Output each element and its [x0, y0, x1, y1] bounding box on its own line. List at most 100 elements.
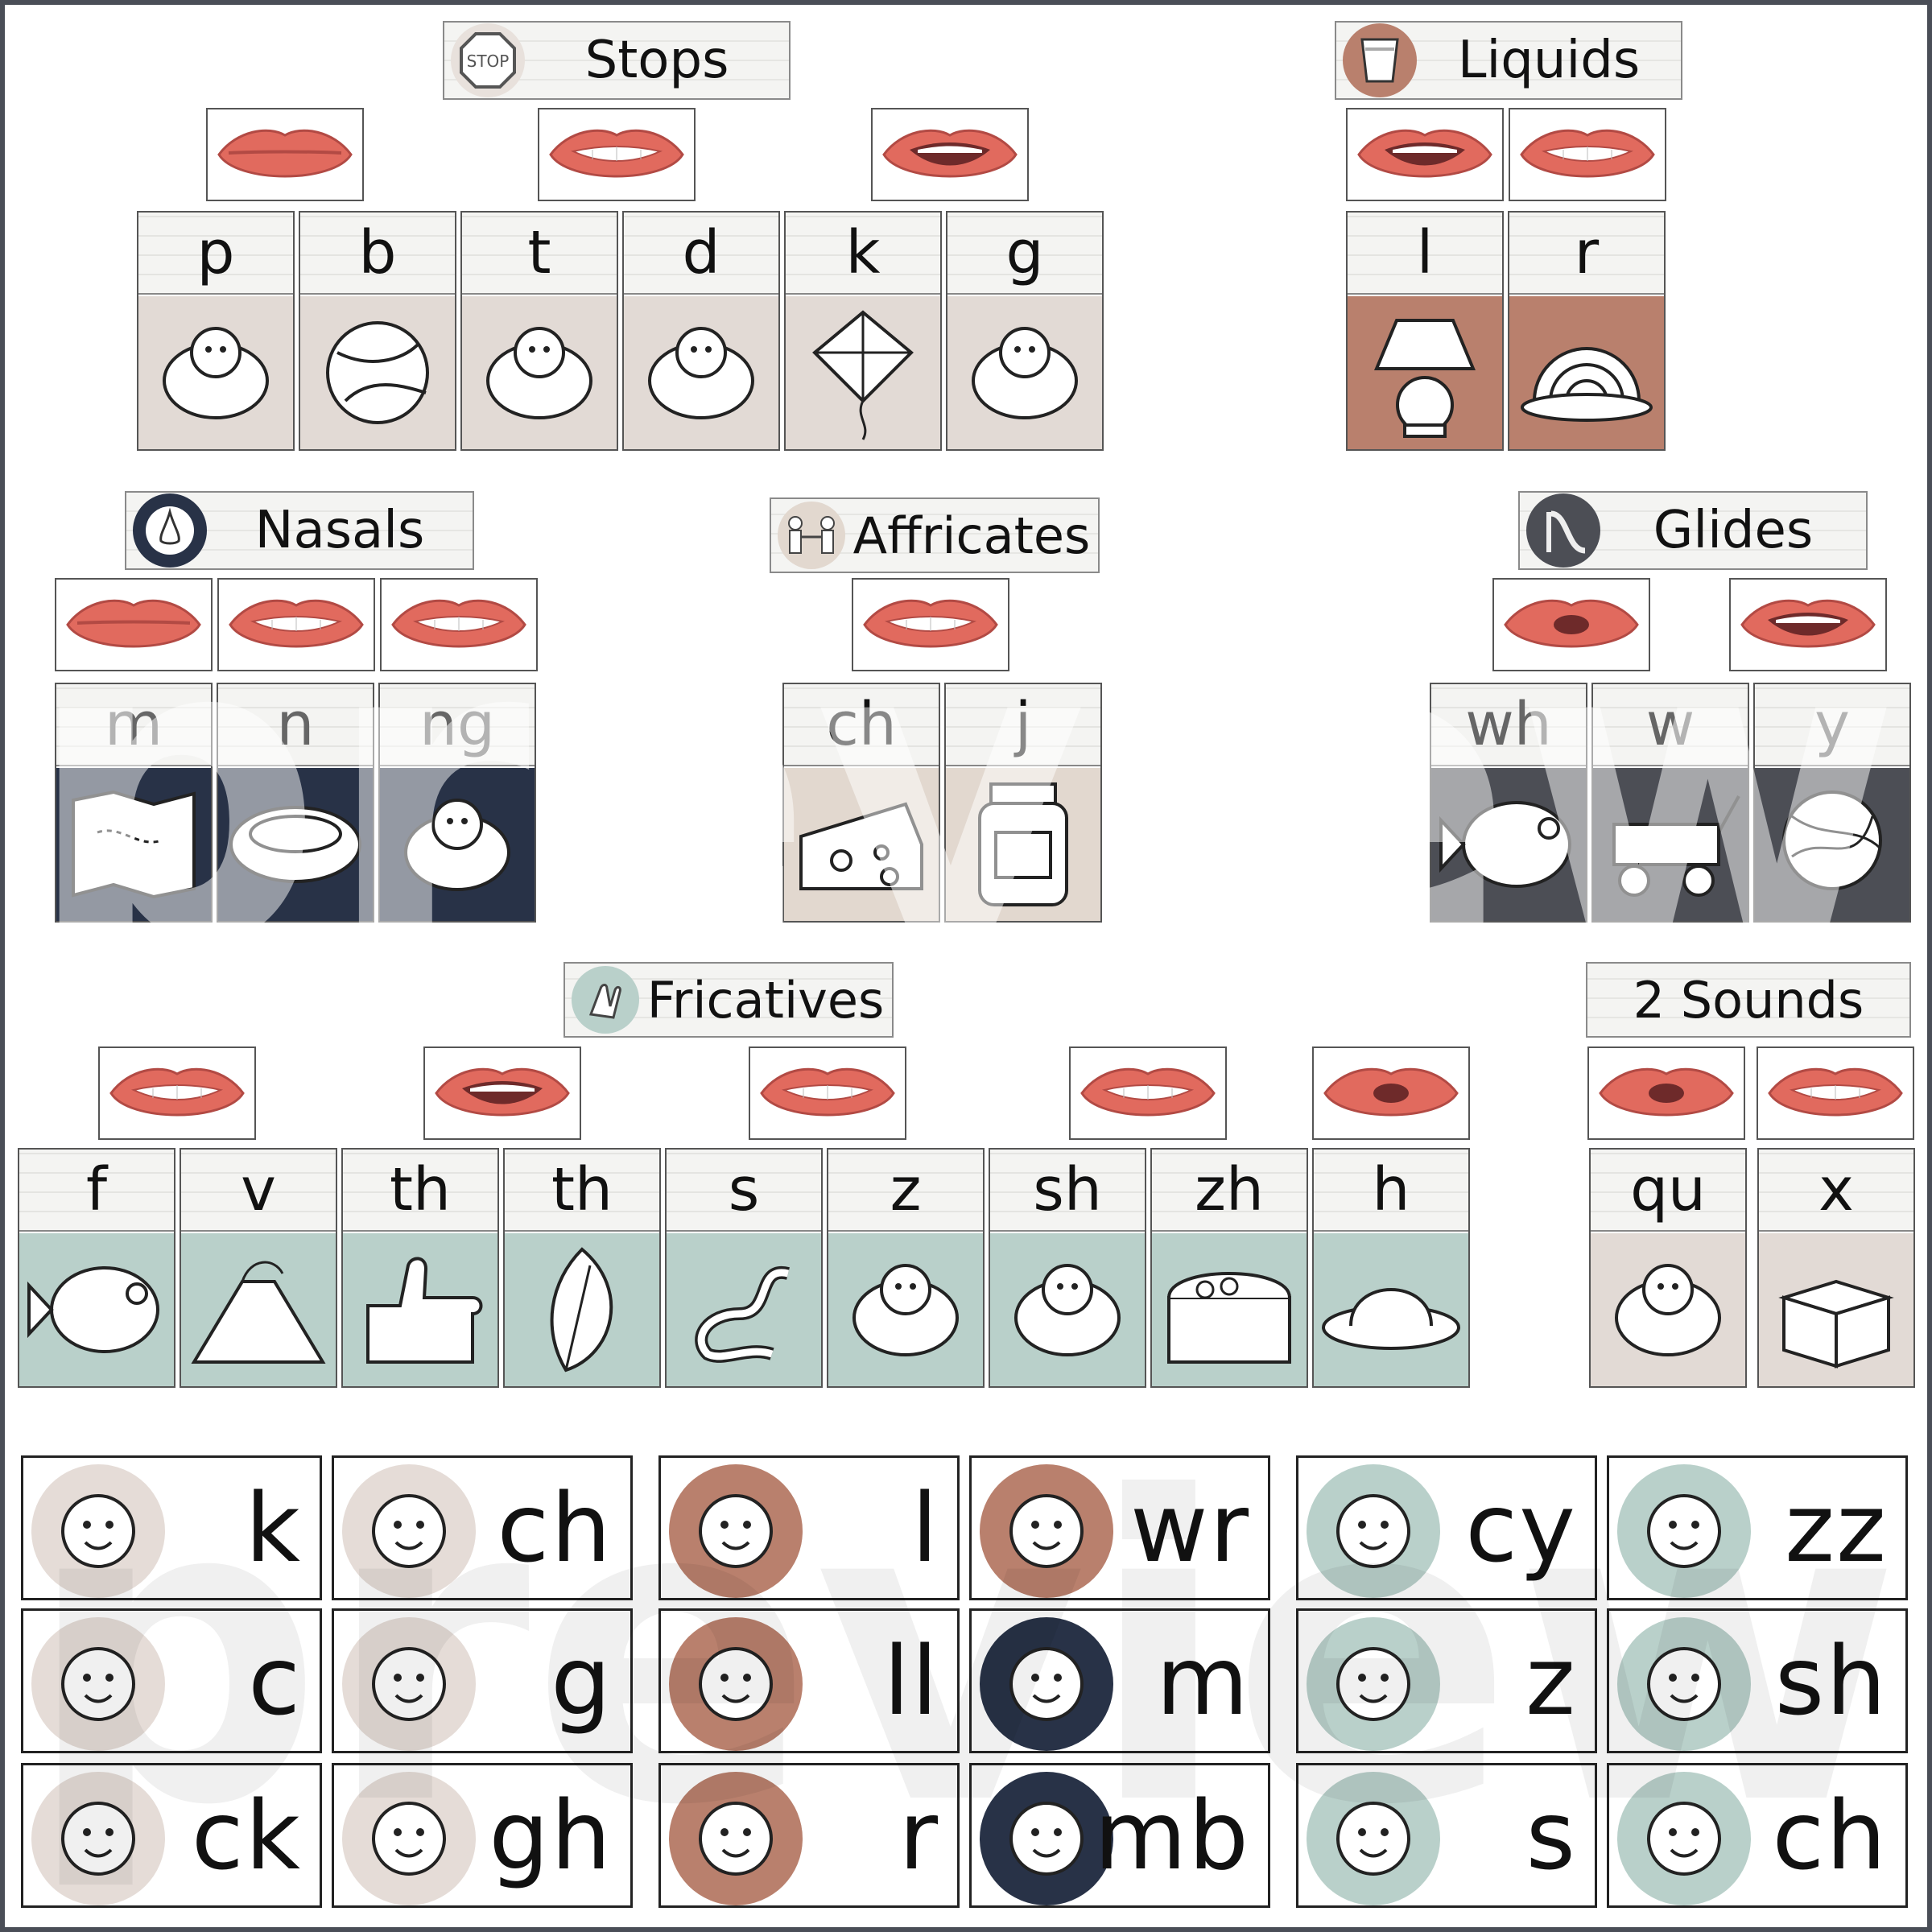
sound-card-volcano: v — [180, 1148, 337, 1388]
fries-icon — [1307, 1772, 1440, 1905]
sound-card-fish: f — [18, 1148, 175, 1388]
header-liquids: Liquids — [1335, 21, 1682, 100]
phonogram-tile: ch — [332, 1455, 633, 1600]
sound-card-letter: z — [828, 1150, 983, 1232]
feather-icon — [505, 1233, 659, 1386]
phonogram-letters: r — [898, 1780, 939, 1891]
sound-card-dog: d — [622, 211, 780, 451]
mouth-position-image — [1757, 1046, 1914, 1140]
phonogram-letters: mb — [1094, 1780, 1250, 1891]
sound-card-kite: k — [784, 211, 942, 451]
queen-icon — [1591, 1233, 1745, 1386]
turtle-icon — [462, 296, 617, 449]
sound-card-letter: n — [218, 684, 373, 766]
header-fricatives: Fricatives — [564, 962, 894, 1038]
sound-card-cheese: ch — [782, 683, 940, 923]
phonogram-letters: g — [551, 1625, 613, 1736]
phonogram-letters: ck — [191, 1780, 302, 1891]
sound-card-letter: w — [1593, 684, 1748, 766]
sound-card-zebra: z — [827, 1148, 985, 1388]
sound-card-letter: v — [181, 1150, 336, 1232]
sound-card-yarn: y — [1753, 683, 1911, 923]
sound-card-letter: t — [462, 213, 617, 295]
phonogram-letters: z — [1525, 1625, 1577, 1736]
mouth-position-image — [206, 108, 364, 201]
recycle-icon — [1307, 1464, 1440, 1598]
header-title: Fricatives — [646, 970, 885, 1030]
mouth-position-image — [538, 108, 696, 201]
sound-card-letter: sh — [990, 1150, 1145, 1232]
sound-card-map: m — [55, 683, 213, 923]
fish-icon — [19, 1233, 174, 1386]
sound-card-jam: j — [944, 683, 1102, 923]
zipper-icon — [1307, 1617, 1440, 1751]
whale-icon — [1431, 768, 1586, 921]
phonogram-tile: g — [332, 1608, 633, 1753]
phonogram-tile: cy — [1296, 1455, 1597, 1600]
goat-icon — [947, 296, 1102, 449]
sound-card-letter: th — [505, 1150, 659, 1232]
shell-icon — [1617, 1617, 1751, 1751]
header-glides: Glides — [1518, 491, 1868, 570]
header-title: Nasals — [254, 501, 425, 560]
lamp-icon — [1348, 296, 1502, 449]
phonogram-tile: z — [1296, 1608, 1597, 1753]
header-title: Glides — [1653, 501, 1814, 560]
map-icon — [56, 768, 211, 921]
sound-card-snake: s — [665, 1148, 823, 1388]
sound-card-letter: l — [1348, 213, 1502, 295]
header-title: Stops — [584, 31, 729, 90]
sound-card-letter: m — [56, 684, 211, 766]
mouth-position-image — [1509, 108, 1666, 201]
phonogram-tile: l — [658, 1455, 960, 1600]
sound-card-hat: h — [1312, 1148, 1470, 1388]
sound-card-box: x — [1757, 1148, 1915, 1388]
nose-icon — [133, 493, 207, 568]
sound-card-letter: r — [1509, 213, 1664, 295]
sound-card-feather: th — [503, 1148, 661, 1388]
sound-card-goat: g — [946, 211, 1104, 451]
clapping-hands-icon — [572, 966, 639, 1034]
yarn-icon — [1755, 768, 1909, 921]
jam-icon — [946, 768, 1100, 921]
mouth-position-image — [1312, 1046, 1470, 1140]
sound-card-rainbow: r — [1508, 211, 1666, 451]
phonogram-tile: sh — [1607, 1608, 1908, 1753]
box-icon — [1759, 1233, 1913, 1386]
glass-icon — [1343, 23, 1417, 97]
sound-card-letter: ng — [380, 684, 535, 766]
phonogram-letters: s — [1525, 1780, 1577, 1891]
wagon-icon — [1593, 768, 1748, 921]
header-affricates: Affricates — [770, 497, 1100, 573]
mouth-position-image — [55, 578, 213, 671]
slide-icon — [1526, 493, 1600, 568]
svg-text:STOP: STOP — [467, 52, 510, 71]
thumb-icon — [343, 1233, 497, 1386]
phonogram-letters: ch — [1772, 1780, 1888, 1891]
phonogram-tile: r — [658, 1763, 960, 1908]
phonogram-letters: m — [1156, 1625, 1250, 1736]
sound-card-wagon: w — [1591, 683, 1749, 923]
treasure-icon — [1152, 1233, 1307, 1386]
sound-card-queen: qu — [1589, 1148, 1747, 1388]
phonogram-letters: c — [248, 1625, 302, 1736]
phonogram-letters: wr — [1129, 1472, 1250, 1583]
duck-icon — [31, 1772, 165, 1905]
mouth-position-image — [1492, 578, 1650, 671]
phonogram-tile: ll — [658, 1608, 960, 1753]
sound-card-nest: n — [217, 683, 374, 923]
mouth-position-image — [380, 578, 538, 671]
nest-icon — [218, 768, 373, 921]
mouth-position-image — [1346, 108, 1504, 201]
phonogram-letters: gh — [489, 1780, 613, 1891]
sound-card-letter: h — [1314, 1150, 1468, 1232]
sound-card-letter: qu — [1591, 1150, 1745, 1232]
sound-card-treasure: zh — [1150, 1148, 1308, 1388]
first-aid-kit-icon — [31, 1464, 165, 1598]
llama-icon — [669, 1617, 803, 1751]
phonogram-tile: ck — [21, 1763, 322, 1908]
header-title: Affricates — [852, 506, 1091, 565]
mouth-position-image — [1729, 578, 1887, 671]
sound-card-letter: p — [138, 213, 293, 295]
